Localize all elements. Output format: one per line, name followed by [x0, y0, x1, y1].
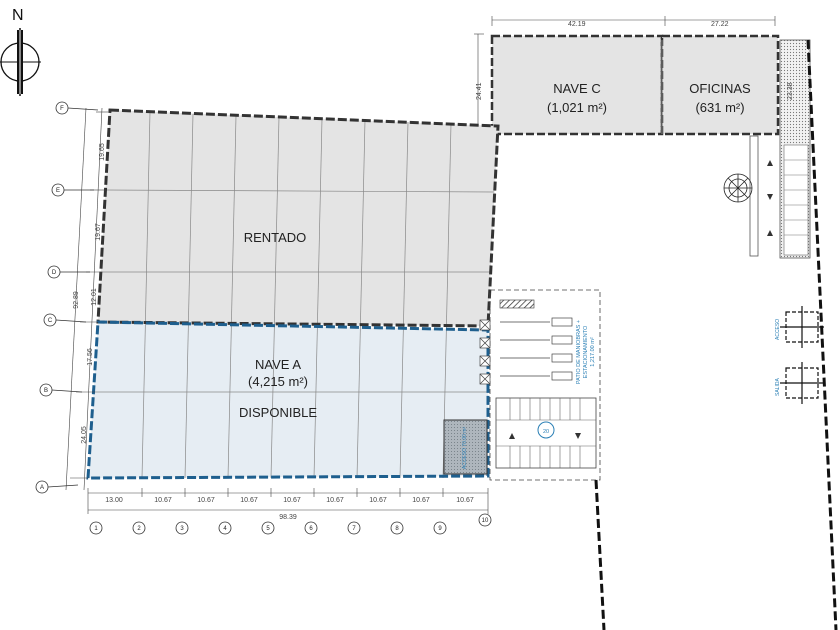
dim-bottom-3: 10.67: [197, 497, 215, 504]
row-axis-f: F: [60, 106, 64, 112]
dim-bottom-5: 10.67: [283, 497, 301, 504]
col-axis-1: 1: [94, 526, 98, 532]
col-axis-9: 9: [438, 526, 442, 532]
dim-bottom-total: 98.39: [279, 514, 297, 521]
road-acceso-label: ACCESO: [775, 319, 781, 340]
maneuvering-yard: [479, 289, 601, 481]
small-room: [443, 419, 488, 475]
dim-bottom-2: 10.67: [154, 497, 172, 504]
rented-zone: [98, 110, 498, 326]
dim-nave-c-height: 24.41: [476, 82, 483, 100]
row-axis-d: D: [52, 270, 57, 276]
parking-count-badge: [537, 421, 555, 439]
row-axis-markers: [35, 101, 99, 494]
dim-bottom-1: 13.00: [105, 497, 123, 504]
disponible-label: DISPONIBLE: [239, 405, 317, 420]
nave-c-block: [490, 34, 780, 136]
row-axis-c: C: [48, 318, 53, 324]
bottom-dimension-lines: [87, 488, 489, 514]
road-salida-label: SALIDA: [775, 378, 781, 396]
nave-a-zone: [88, 322, 488, 478]
north-arrow: N: [0, 7, 41, 96]
small-room-label: ACCESO 70.00 m²: [462, 427, 468, 470]
col-axis-3: 3: [180, 526, 184, 532]
col-axis-5: 5: [266, 526, 270, 532]
row-axis-a: A: [40, 485, 44, 491]
dim-oficinas-width: 27.22: [711, 21, 729, 28]
col-axis-6: 6: [309, 526, 313, 532]
nave-a-area: (4,215 m²): [248, 374, 308, 389]
dim-left-total: 92.89: [73, 291, 80, 309]
gate-salida: [780, 362, 824, 404]
dim-left-1: 19.65: [99, 143, 106, 161]
column-grid: [95, 111, 495, 479]
col-axis-2: 2: [137, 526, 141, 532]
yard-label-3: 1,217.00 m²: [590, 337, 596, 367]
parking-arrows-icon: [509, 433, 581, 439]
north-label: N: [12, 7, 24, 24]
col-axis-7: 7: [352, 526, 356, 532]
parking-count: 20: [543, 429, 549, 435]
yard-label-2: ESTACIONAMIENTO: [583, 325, 589, 378]
dim-bottom-6: 10.67: [326, 497, 344, 504]
dim-bottom-8: 10.67: [412, 497, 430, 504]
row-axis-b: B: [44, 388, 48, 394]
dim-left-2: 19.67: [95, 223, 102, 241]
dim-bottom-7: 10.67: [369, 497, 387, 504]
oficinas-name: OFICINAS: [689, 81, 751, 96]
tree-icon: [723, 173, 753, 203]
dim-bottom-4: 10.67: [240, 497, 258, 504]
gate-acceso: [780, 306, 824, 348]
dim-left-5: 24.05: [81, 426, 88, 444]
column-axis-markers: [89, 513, 492, 535]
dim-left-4: 17.56: [87, 348, 94, 366]
traffic-arrows: [767, 160, 773, 236]
perimeter-road: [594, 39, 838, 630]
col-axis-4: 4: [223, 526, 227, 532]
nave-a-name: NAVE A: [255, 357, 301, 372]
oficinas-area: (631 m²): [695, 100, 744, 115]
nave-a-outline: [86, 320, 490, 480]
dim-left-3: 12.01: [91, 288, 98, 306]
dim-bottom-9: 10.67: [456, 497, 474, 504]
row-axis-e: E: [56, 188, 60, 194]
nave-c-name: NAVE C: [553, 81, 600, 96]
dim-oficinas-height: 23.38: [787, 82, 794, 100]
col-axis-10: 10: [482, 518, 489, 524]
right-walkway: [749, 39, 811, 259]
nave-c-area: (1,021 m²): [547, 100, 607, 115]
dim-nave-c-width: 42.19: [568, 21, 586, 28]
yard-label-1: PATIO DE MANIOBRAS +: [576, 320, 582, 384]
rentado-label: RENTADO: [244, 230, 307, 245]
col-axis-8: 8: [395, 526, 399, 532]
